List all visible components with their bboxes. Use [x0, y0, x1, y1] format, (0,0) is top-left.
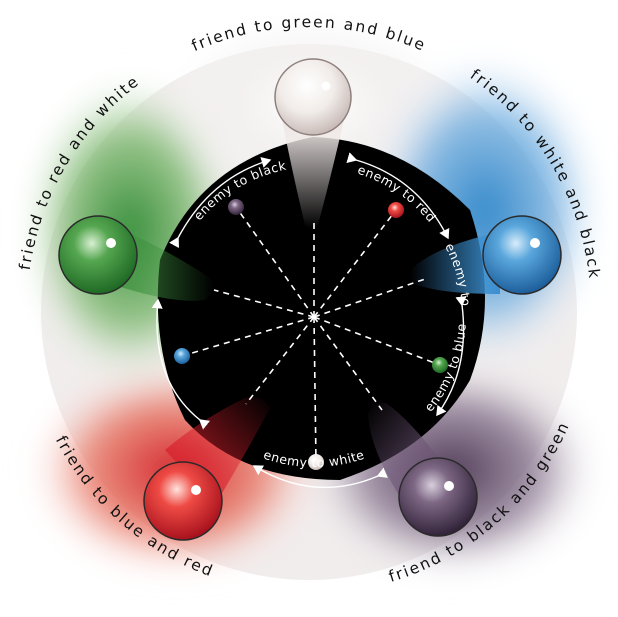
blue-orb: [482, 215, 562, 295]
dash-to-red-cone: [245, 316, 315, 405]
big-orbs: [58, 58, 562, 541]
white-orb: [274, 58, 352, 136]
black-marble: [228, 199, 244, 215]
blue-marble: [174, 348, 190, 364]
red-orb: [143, 461, 223, 541]
green-marble: [432, 357, 448, 373]
arrow-enemy-to-white: [252, 465, 388, 489]
inner-arrows: [151, 152, 467, 489]
arrow-enemy-to-black: [169, 157, 272, 249]
green-orb: [58, 215, 138, 295]
dash-to-blue-cone: [313, 277, 429, 318]
black-orb: [398, 457, 478, 537]
white-cone: [282, 120, 344, 229]
small-marbles: [174, 199, 448, 470]
dash-to-white-marble: [313, 316, 317, 463]
dash-to-green-marble: [313, 316, 441, 366]
red-marble: [388, 202, 404, 218]
dash-to-black-cone: [313, 316, 383, 411]
arrow-enemy-to-red: [346, 152, 450, 240]
blue-cone: [410, 232, 500, 294]
arrow-enemy-to-blue: [151, 298, 211, 430]
arrow-enemy-to-green: [436, 295, 467, 417]
white-marble: [308, 454, 324, 470]
